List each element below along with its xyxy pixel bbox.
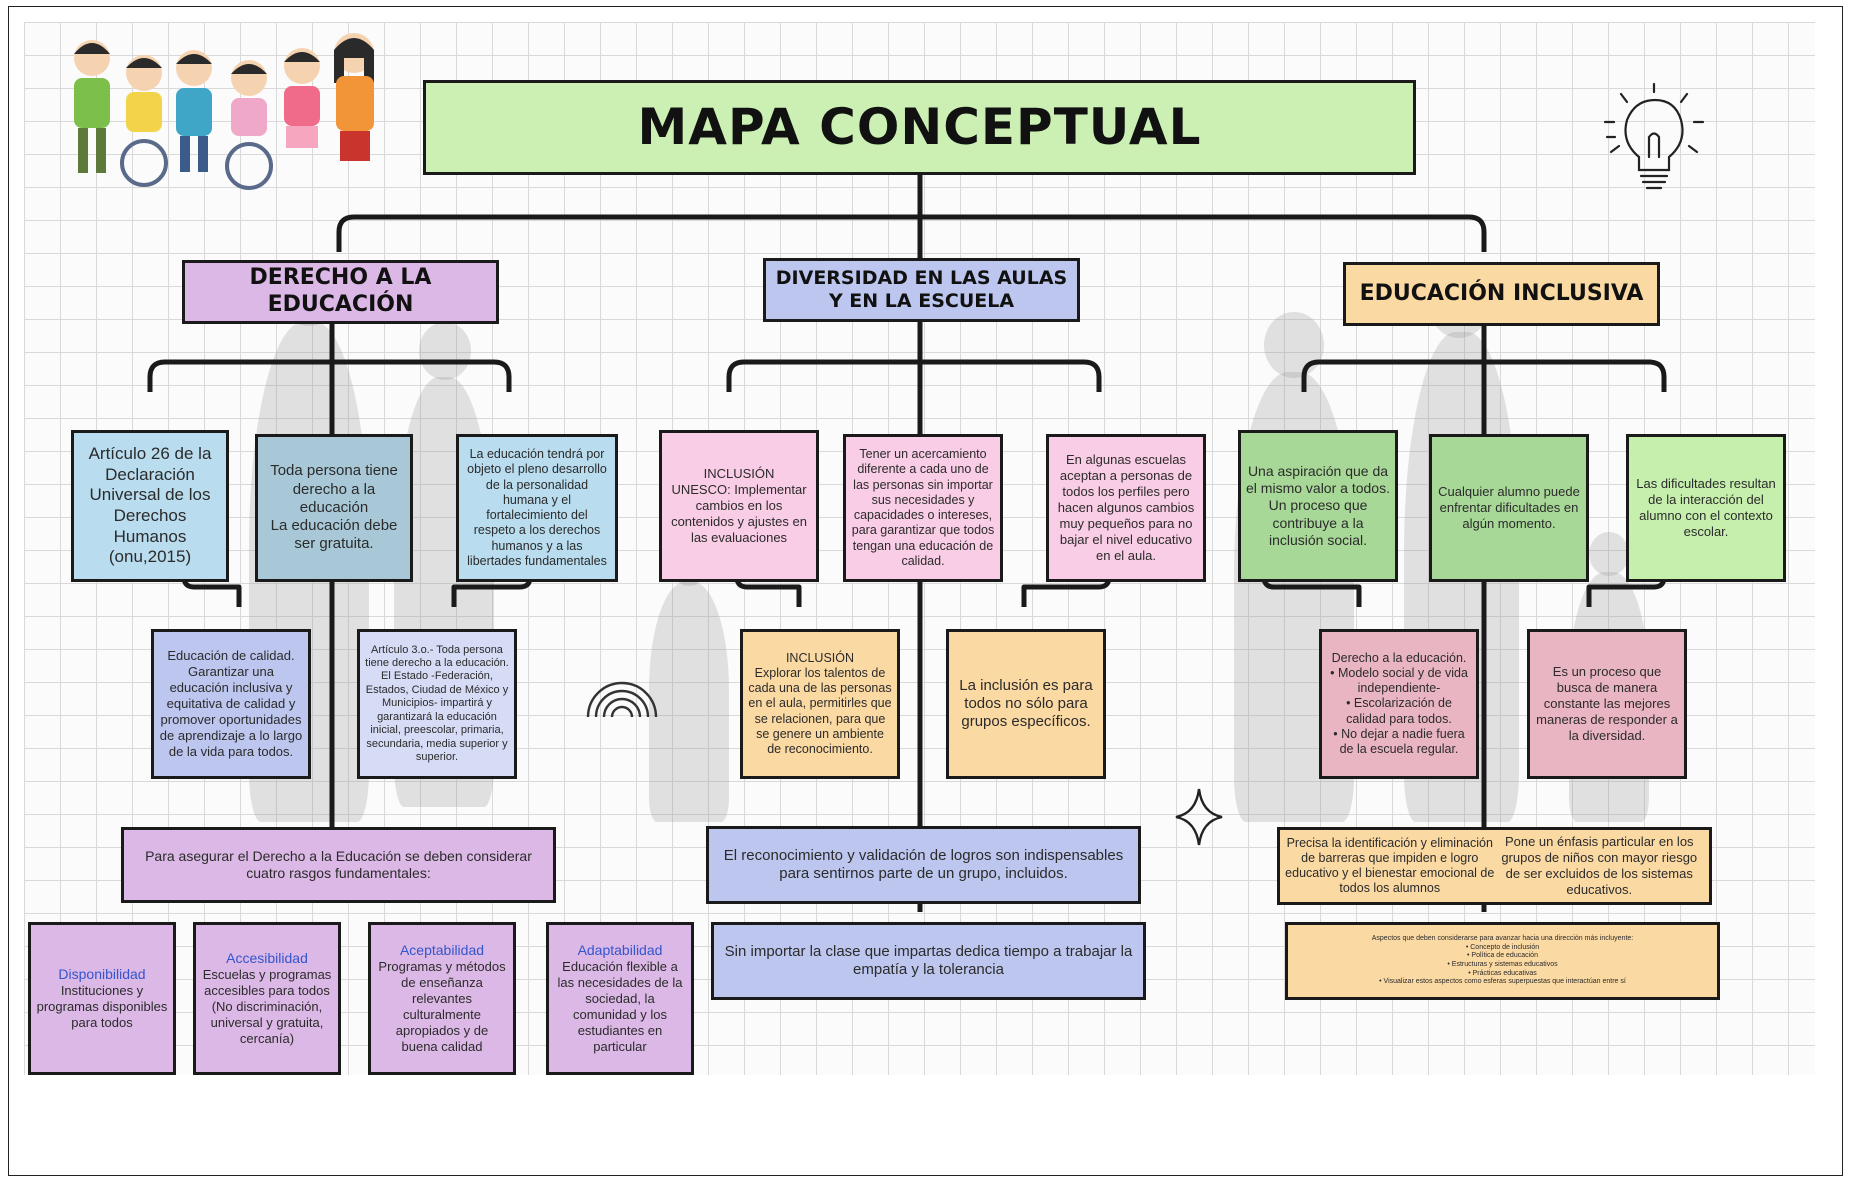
node-aspiracion-valor: Una aspiración que da el mismo valor a t… xyxy=(1238,430,1398,582)
trait-label: Disponibilidad xyxy=(58,966,146,983)
node-derecho-gratuita: Toda persona tiene derecho a la educació… xyxy=(255,434,413,582)
node-proceso-diversidad: Es un proceso que busca de manera consta… xyxy=(1527,629,1687,779)
node-rasgos-fundamentales: Para asegurar el Derecho a la Educación … xyxy=(121,827,556,903)
node-dificultades-contexto: Las dificultades resultan de la interacc… xyxy=(1626,434,1786,582)
node-algunas-escuelas: En algunas escuelas aceptan a personas d… xyxy=(1046,434,1206,582)
node-reconocimiento-logros: El reconocimiento y validación de logros… xyxy=(706,826,1141,904)
enfasis-text: Pone un énfasis particular en los grupos… xyxy=(1501,834,1698,897)
concept-map-canvas: MAPA CONCEPTUAL DERECHO A LA EDUCACIÓN A… xyxy=(24,22,1815,1075)
node-inclusion-unesco: INCLUSIÓN UNESCO: Implementar cambios en… xyxy=(659,430,819,582)
trait-label: Aceptabilidad xyxy=(399,942,485,959)
rainbow-icon xyxy=(586,681,658,718)
lightbulb-icon xyxy=(1603,82,1705,190)
trait-label: Accesibilidad xyxy=(226,950,308,967)
node-empatia-tolerancia: Sin importar la clase que impartas dedic… xyxy=(711,922,1146,1000)
node-objeto-educacion: La educación tendrá por objeto el pleno … xyxy=(456,434,618,582)
node-inclusion-para-todos: La inclusión es para todos no sólo para … xyxy=(946,629,1106,779)
sparkle-icon xyxy=(1175,788,1223,846)
trait-label: Adaptabilidad xyxy=(577,942,663,959)
children-illustration-icon xyxy=(74,33,374,190)
node-educacion-calidad: Educación de calidad. Garantizar una edu… xyxy=(151,629,311,779)
heading-derecho-educacion: DERECHO A LA EDUCACIÓN xyxy=(182,260,499,324)
node-articulo-26: Artículo 26 de la Declaración Universal … xyxy=(71,430,229,582)
heading-diversidad-aulas: DIVERSIDAD EN LAS AULAS Y EN LA ESCUELA xyxy=(763,258,1080,322)
node-articulo-3: Artículo 3.o.- Toda persona tiene derech… xyxy=(357,629,517,779)
trait-text: Educación flexible a las necesidades de … xyxy=(557,959,683,1054)
node-cualquier-alumno: Cualquier alumno puede enfrentar dificul… xyxy=(1429,434,1589,582)
node-barreras-enfasis: Precisa la identificación y eliminación … xyxy=(1277,827,1712,905)
node-derecho-modelo-social: Derecho a la educación. • Modelo social … xyxy=(1319,629,1479,779)
trait-text: Instituciones y programas disponibles pa… xyxy=(36,983,168,1030)
heading-educacion-inclusiva: EDUCACIÓN INCLUSIVA xyxy=(1343,262,1660,326)
barreras-text: Precisa la identificación y eliminación … xyxy=(1285,835,1495,896)
node-aspectos-considerar: Aspectos que deben considerarse para ava… xyxy=(1285,922,1720,1000)
map-title: MAPA CONCEPTUAL xyxy=(423,80,1416,175)
trait-text: Escuelas y programas accesibles para tod… xyxy=(202,967,332,1046)
node-acercamiento-diferente: Tener un acercamiento diferente a cada u… xyxy=(843,434,1003,582)
node-inclusion-talentos: INCLUSIÓN Explorar los talentos de cada … xyxy=(740,629,900,779)
trait-text: Programas y métodos de enseñanza relevan… xyxy=(378,959,506,1054)
